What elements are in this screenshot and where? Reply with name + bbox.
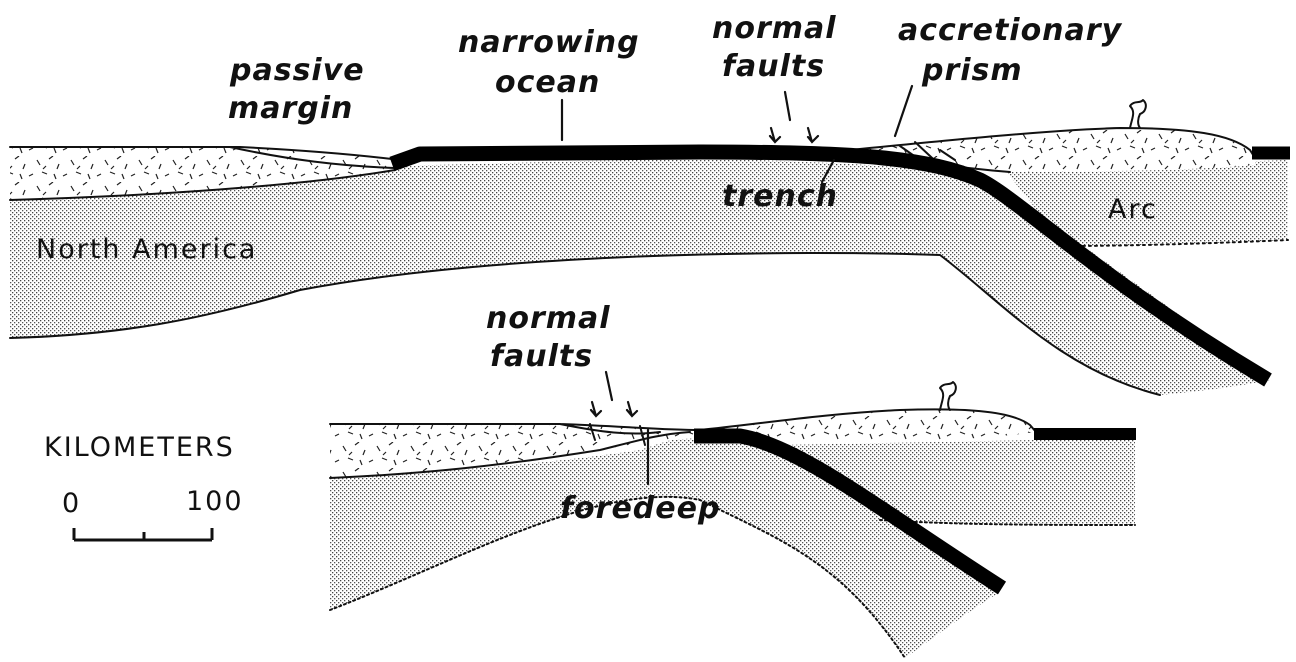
- accretionary-prism-leader: [895, 86, 912, 136]
- volcano-icon: [1130, 100, 1146, 128]
- foredeep-label: foredeep: [560, 491, 720, 526]
- normal-faults-label-line2: faults: [722, 49, 825, 84]
- north-america-label: North America: [36, 234, 257, 265]
- normal-faults-leader: [785, 92, 790, 120]
- narrowing-ocean-label-line1: narrowing: [458, 25, 640, 60]
- scale-bar: KILOMETERS 0 100: [44, 432, 244, 540]
- normal-fault-arrow-2: [808, 128, 818, 142]
- passive-margin-label-line2: margin: [228, 91, 353, 126]
- scale-min-label: 0: [62, 488, 81, 519]
- scale-title: KILOMETERS: [44, 432, 235, 463]
- lower-normal-fault-arrow-2: [627, 402, 637, 416]
- lower-section: normal faults foredeep: [330, 301, 1136, 658]
- arc-label: Arc: [1108, 194, 1158, 225]
- lower-normal-faults-label-line2: faults: [490, 339, 593, 374]
- lower-normal-faults-leader: [606, 372, 612, 400]
- normal-faults-label-line1: normal: [712, 11, 837, 46]
- normal-fault-arrow-1: [770, 128, 780, 142]
- accretionary-prism-label-line2: prism: [921, 53, 1023, 88]
- lower-normal-faults-label-line1: normal: [486, 301, 611, 336]
- upper-section: passive margin narrowing ocean normal fa…: [10, 11, 1290, 395]
- passive-margin-label-line1: passive: [229, 53, 365, 88]
- lower-volcano-icon: [940, 382, 956, 410]
- accretionary-prism-label-line1: accretionary: [898, 13, 1123, 48]
- scale-max-label: 100: [186, 486, 244, 517]
- scale-bar-line: [74, 528, 212, 540]
- trench-label: trench: [722, 179, 838, 214]
- lower-normal-fault-arrow-1: [591, 402, 601, 416]
- narrowing-ocean-label-line2: ocean: [495, 65, 600, 100]
